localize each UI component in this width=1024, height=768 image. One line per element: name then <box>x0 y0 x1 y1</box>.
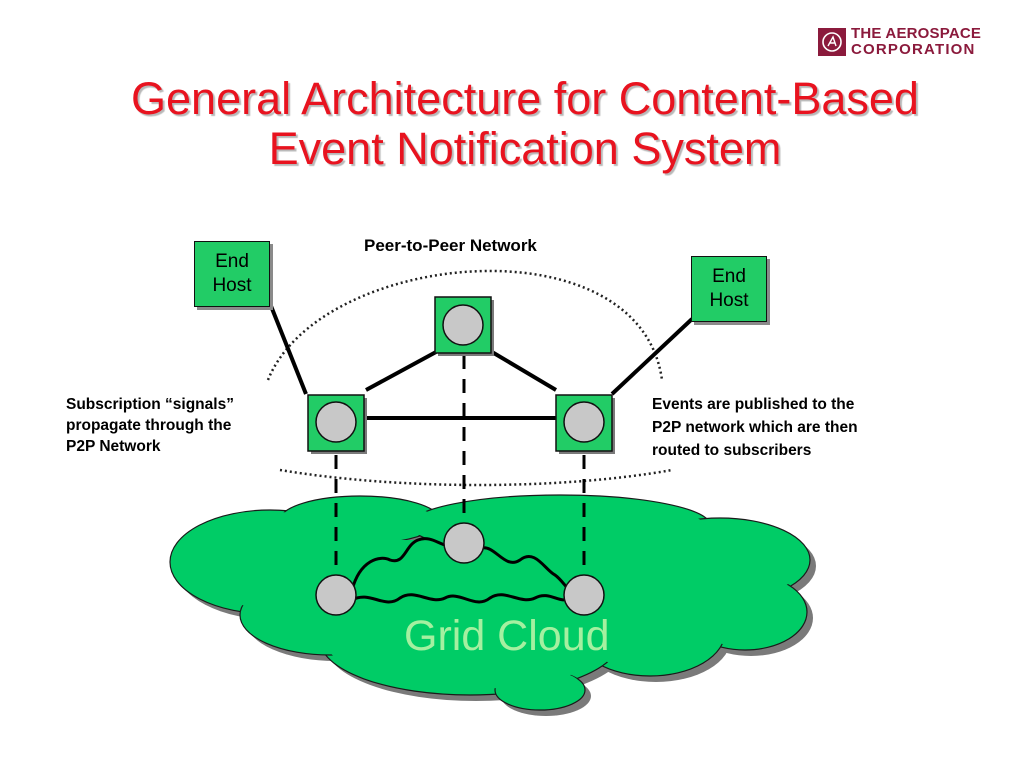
logo-line-2: CORPORATION <box>851 41 976 58</box>
p2p-network-label: Peer-to-Peer Network <box>364 236 537 255</box>
aerospace-logo: THE AEROSPACE CORPORATION <box>818 26 994 60</box>
cloud-nodes <box>315 522 605 616</box>
events-note-line-3: routed to subscribers <box>652 442 812 459</box>
end-host-left: End Host <box>194 241 270 307</box>
subscription-note-line-3: P2P Network <box>66 438 161 455</box>
cloud-links <box>350 537 571 604</box>
node-links <box>334 355 586 578</box>
grid-cloud <box>169 494 816 716</box>
peer-node-right <box>555 394 615 454</box>
cloud-node-left <box>315 574 357 616</box>
peer-node-left <box>307 394 367 454</box>
page-title: General Architecture for Content-Based E… <box>60 74 990 174</box>
subscription-note-line-2: propagate through the <box>66 417 232 434</box>
p2p-arc-bottom <box>279 468 673 487</box>
logo-line-1: THE AEROSPACE <box>851 25 982 42</box>
subscription-note-line-1: Subscription “signals” <box>66 396 234 413</box>
grid-cloud-label: Grid Cloud <box>404 612 610 660</box>
end-host-left-line-2: Host <box>212 275 252 296</box>
events-note-line-2: P2P network which are then <box>652 419 858 436</box>
peer-node-top <box>434 296 494 356</box>
subscription-note: Subscription “signals” propagate through… <box>66 394 234 457</box>
logo-text: THE AEROSPACE CORPORATION <box>851 26 981 58</box>
title-line-1: General Architecture for Content-Based <box>131 73 919 124</box>
host-links <box>269 305 694 396</box>
title-line-2: Event Notification System <box>268 123 782 174</box>
network-links <box>365 350 558 420</box>
events-note-line-1: Events are published to the <box>652 396 855 413</box>
end-host-right-line-1: End <box>712 266 746 287</box>
end-host-left-line-1: End <box>215 251 249 272</box>
cloud-node-right <box>563 574 605 616</box>
p2p-arc-top <box>266 269 664 381</box>
logo-mark-icon <box>818 28 846 56</box>
cloud-node-top <box>443 522 485 564</box>
end-host-right: End Host <box>691 256 767 322</box>
events-note: Events are published to the P2P network … <box>652 393 858 462</box>
end-host-right-line-2: Host <box>709 290 749 311</box>
